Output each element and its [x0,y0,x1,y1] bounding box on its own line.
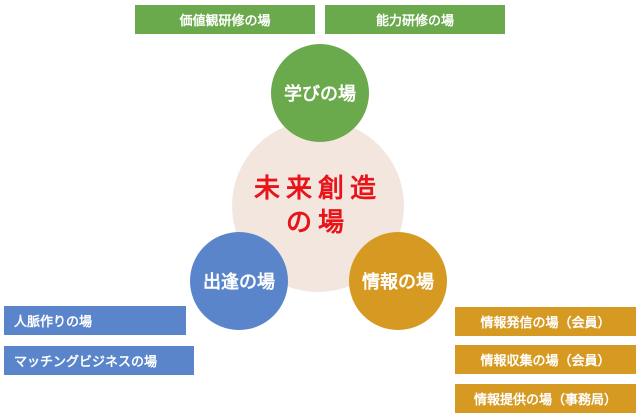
node-learning: 学びの場 [271,44,369,142]
node-information: 情報の場 [349,232,447,330]
hub-label-line1: 未来創造 [253,174,382,204]
node-networking: 出逢の場 [190,232,288,330]
hub-label-line2: の場 [285,208,350,238]
information-item-sending: 情報発信の場（会員） [455,307,636,336]
information-item-gathering: 情報収集の場（会員） [455,345,636,374]
networking-item-matching-business: マッチングビジネスの場 [4,346,194,375]
learning-item-values-training: 価値観研修の場 [135,5,315,34]
information-item-providing: 情報提供の場（事務局） [455,384,636,413]
learning-item-skills-training: 能力研修の場 [325,5,505,34]
networking-item-connections: 人脈作りの場 [4,306,186,335]
